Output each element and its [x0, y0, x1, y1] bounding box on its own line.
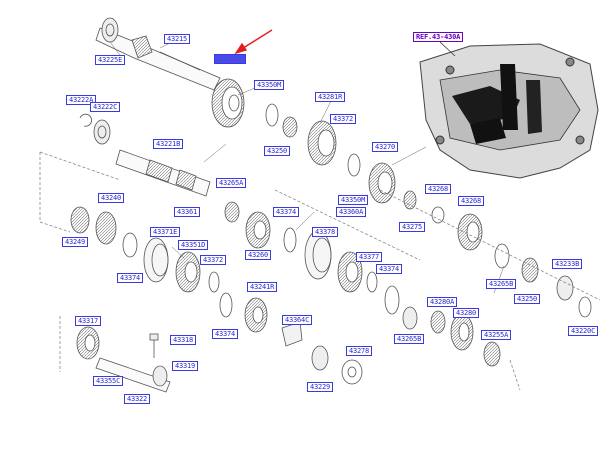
bolt-43318: [149, 333, 159, 358]
part-label-43268-b[interactable]: 43268: [458, 196, 485, 206]
part-label-43270[interactable]: 43270: [372, 142, 399, 152]
part-label-43222C[interactable]: 43222C: [90, 102, 121, 112]
part-label-43281R[interactable]: 43281R: [315, 92, 346, 102]
part-label-43275[interactable]: 43275: [399, 222, 426, 232]
input-shaft: [95, 27, 221, 91]
part-label-43241R[interactable]: 43241R: [247, 282, 278, 292]
part-label-43374-a[interactable]: 43374: [273, 207, 300, 217]
ring-43374-a: [122, 232, 138, 258]
transmission-assembly-image: [419, 41, 599, 179]
ring-43374-c: [384, 285, 400, 315]
part-label-43240[interactable]: 43240: [98, 193, 125, 203]
ring-43281R: [265, 103, 279, 127]
part-label-43374-d[interactable]: 43374: [212, 329, 239, 339]
part-label-43351D[interactable]: 43351D: [178, 240, 209, 250]
part-label-43233B[interactable]: 43233B: [552, 259, 583, 269]
part-label-43249[interactable]: 43249: [62, 237, 89, 247]
bearing-43265B: [402, 306, 418, 330]
cap-43220C: [578, 296, 592, 318]
sleeve-43378: [304, 230, 332, 280]
bearing-43225E: [101, 17, 119, 43]
part-label-43221B[interactable]: 43221B: [153, 139, 184, 149]
part-label-43222A[interactable]: 43222A: [66, 95, 97, 105]
part-label-43318[interactable]: 43318: [170, 335, 197, 345]
ref-label[interactable]: REF.43-430A: [413, 32, 464, 42]
part-label-43229[interactable]: 43229: [307, 382, 334, 392]
part-label-43378[interactable]: 43378: [312, 227, 339, 237]
ring-43377: [366, 271, 378, 293]
ring-43372-b: [208, 271, 220, 293]
output-shaft: [115, 149, 211, 197]
part-label-43364C[interactable]: 43364C: [282, 315, 313, 325]
part-label-43374-b[interactable]: 43374: [117, 273, 144, 283]
part-label-43350M-b[interactable]: 43350M: [338, 195, 369, 205]
part-label-43322[interactable]: 43322: [124, 394, 151, 404]
bearing-43233B: [556, 275, 574, 301]
gear-43240: [95, 211, 117, 245]
part-label-43377[interactable]: 43377: [356, 252, 383, 262]
part-label-43372-b[interactable]: 43372: [200, 255, 227, 265]
part-label-43360A[interactable]: 43360A: [336, 207, 367, 217]
circlip-43222A: [79, 113, 92, 127]
shaft-43322: [95, 357, 171, 393]
bearing-43250-b: [521, 257, 539, 283]
part-label-43361[interactable]: 43361: [174, 207, 201, 217]
part-label-43255A[interactable]: 43255A: [481, 330, 512, 340]
ring-43350M-b: [347, 153, 361, 177]
part-label-43372-a[interactable]: 43372: [330, 114, 357, 124]
bearing-43255A: [483, 341, 501, 367]
bearing-43280A: [430, 310, 446, 334]
bearing-43265A: [224, 201, 240, 223]
part-label-43371E[interactable]: 43371E: [150, 227, 181, 237]
part-label-43265B[interactable]: 43265B: [394, 334, 425, 344]
part-label-43268[interactable]: 43268: [425, 184, 452, 194]
bearing-43222C: [93, 119, 111, 145]
part-label-43220C[interactable]: 43220C: [568, 326, 599, 336]
ring-43374-b: [283, 227, 297, 253]
bearing-43268: [403, 190, 417, 210]
part-label-43319[interactable]: 43319: [172, 361, 199, 371]
bearing-43372: [282, 116, 298, 138]
bearing-43229: [311, 345, 329, 371]
sleeve-43371E: [143, 237, 169, 283]
gear-43350M: [211, 78, 245, 128]
ring-right-a: [494, 243, 510, 269]
collar-43275: [431, 206, 445, 224]
housing-43364C: [281, 321, 303, 347]
part-label-43374-c[interactable]: 43374: [376, 264, 403, 274]
part-label-43350M-a[interactable]: 43350M: [254, 80, 285, 90]
ring-43374-d: [219, 292, 233, 318]
part-label-43278[interactable]: 43278: [346, 346, 373, 356]
part-label-43280[interactable]: 43280: [453, 308, 480, 318]
part-label-43225E[interactable]: 43225E: [95, 55, 126, 65]
part-label-43215[interactable]: 43215: [164, 34, 191, 44]
highlight-arrow: [234, 29, 273, 55]
part-label-43260[interactable]: 43260: [245, 250, 272, 260]
part-label-43265A[interactable]: 43265A: [216, 178, 247, 188]
part-label-43265B-b[interactable]: 43265B: [486, 279, 517, 289]
part-label-43355C[interactable]: 43355C: [93, 376, 124, 386]
washer-43278: [341, 359, 363, 385]
part-label-43250-b[interactable]: 43250: [514, 294, 541, 304]
bearing-43249: [70, 206, 90, 234]
part-label-43317[interactable]: 43317: [75, 316, 102, 326]
part-label-43280A[interactable]: 43280A: [427, 297, 458, 307]
part-label-selected[interactable]: [214, 54, 246, 64]
part-label-43250-a[interactable]: 43250: [264, 146, 291, 156]
